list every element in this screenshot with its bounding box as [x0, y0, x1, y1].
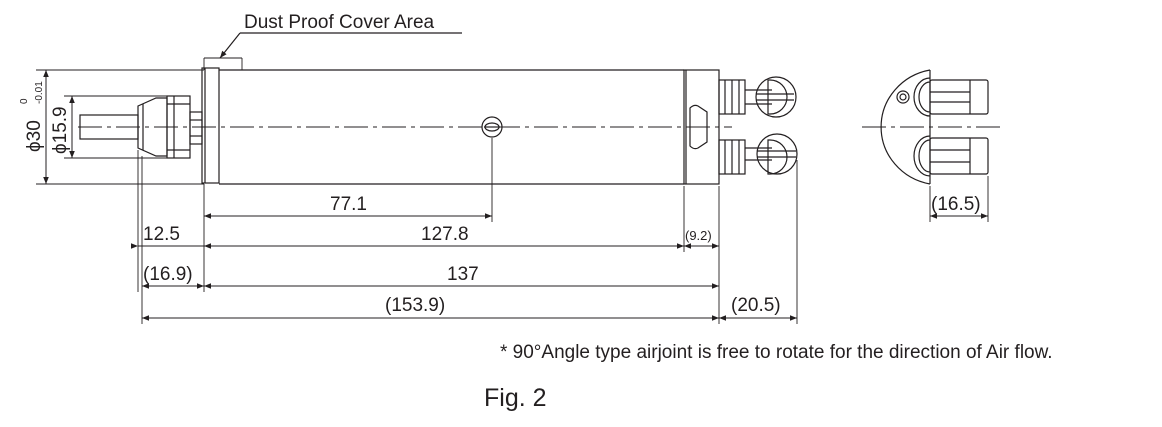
- dimension-lines: [43, 70, 988, 321]
- spindle-side-view: [78, 67, 798, 185]
- dim-137-label: 137: [447, 264, 479, 285]
- dia-outer-label: ϕ30: [24, 120, 45, 152]
- air-joint-lower: [718, 133, 798, 175]
- dim-9-label: (9.2): [685, 228, 712, 243]
- air-joint-upper: [718, 76, 797, 118]
- end-view-body: [880, 69, 931, 185]
- extension-lines: [36, 57, 989, 324]
- rear-cap: [683, 69, 720, 185]
- dust-cover-callout: [219, 32, 462, 59]
- dim-16-9-label: (16.9): [143, 264, 193, 285]
- dim-16-5-label: (16.5): [931, 194, 981, 215]
- dim-12-label: 12.5: [143, 224, 180, 245]
- dia-inner-label: ϕ15.9: [50, 106, 71, 154]
- side-port: [481, 116, 503, 138]
- dia-outer-tol-upper: 0: [19, 98, 30, 104]
- dim-77-label: 77.1: [330, 194, 367, 215]
- callout-label: Dust Proof Cover Area: [244, 12, 435, 33]
- housing-body: [219, 69, 684, 185]
- dim-153-label: (153.9): [385, 295, 445, 316]
- rear-boss: [689, 104, 708, 150]
- figure-label: Fig. 2: [484, 384, 547, 412]
- hex-nut: [189, 111, 203, 145]
- spindle-end-view: [862, 69, 1000, 185]
- dust-cover-flange: [201, 67, 220, 184]
- dim-20-label: (20.5): [731, 295, 781, 316]
- dia-outer-tol-lower: -0.01: [34, 81, 45, 104]
- airjoint-note: * 90°Angle type airjoint is free to rota…: [500, 342, 1053, 363]
- end-view-hole: [896, 90, 910, 104]
- dim-127-label: 127.8: [421, 224, 469, 245]
